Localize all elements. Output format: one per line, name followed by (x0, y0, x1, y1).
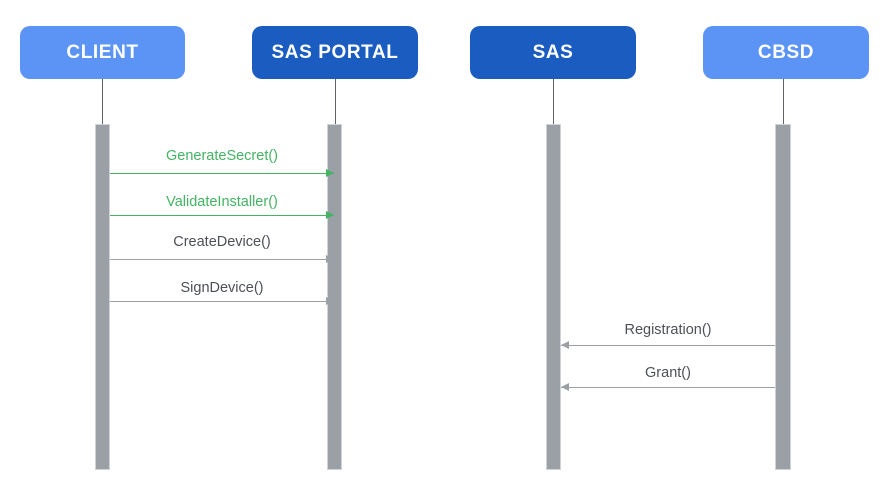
message-line-grant (561, 387, 775, 388)
arrow-head-right-sign-device (326, 297, 334, 305)
activation-bar-cbsd (775, 124, 791, 470)
lifeline-sas-portal (335, 79, 336, 124)
actor-label-sas: SAS (532, 41, 574, 63)
message-line-generate-secret (110, 173, 334, 174)
actor-label-cbsd: CBSD (757, 41, 815, 63)
actor-label-client: CLIENT (66, 41, 139, 63)
activation-bar-sas (546, 124, 561, 470)
actor-box-cbsd[interactable]: CBSD (703, 26, 869, 79)
message-label-create-device: CreateDevice() (173, 234, 271, 250)
activation-bar-client (95, 124, 110, 470)
actor-box-sas-portal[interactable]: SAS PORTAL (252, 26, 418, 79)
message-label-grant: Grant() (645, 365, 691, 381)
lifeline-client (102, 79, 103, 124)
message-label-validate-installer: ValidateInstaller() (166, 194, 278, 210)
actor-box-sas[interactable]: SAS (470, 26, 636, 79)
message-line-sign-device (110, 301, 334, 302)
message-line-validate-installer (110, 215, 334, 216)
arrow-head-right-create-device (326, 255, 334, 263)
message-line-create-device (110, 259, 334, 260)
message-label-generate-secret: GenerateSecret() (165, 148, 279, 164)
message-label-sign-device: SignDevice() (180, 280, 264, 296)
message-label-registration: Registration() (624, 322, 712, 338)
lifeline-cbsd (783, 79, 784, 124)
arrow-head-left-grant (561, 383, 569, 391)
arrow-head-right-generate-secret (326, 169, 334, 177)
actor-box-client[interactable]: CLIENT (20, 26, 185, 79)
arrow-head-right-validate-installer (326, 211, 334, 219)
message-line-registration (561, 345, 775, 346)
arrow-head-left-registration (561, 341, 569, 349)
lifeline-sas (553, 79, 554, 124)
actor-label-sas-portal: SAS PORTAL (271, 41, 399, 63)
